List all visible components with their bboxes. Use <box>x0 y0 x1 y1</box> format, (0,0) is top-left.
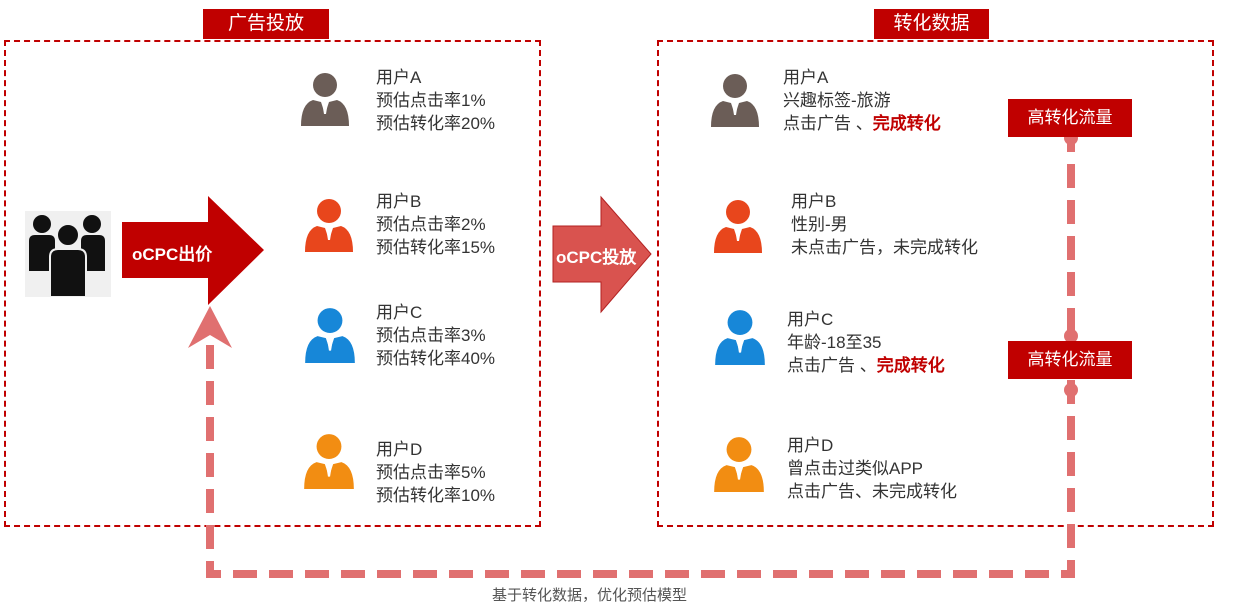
estimated-ctr: 预估点击率1% <box>376 91 486 110</box>
user-name: 用户A <box>376 68 422 87</box>
estimated-cvr: 预估转化率20% <box>376 114 496 133</box>
user-d-avatar-icon <box>714 437 764 492</box>
right-user-a: 用户A 兴趣标签-旅游 点击广告 、完成转化 <box>783 66 941 135</box>
outcome-highlight: 完成转化 <box>876 356 945 375</box>
right-user-b: 用户B 性别-男 未点击广告，未完成转化 <box>791 190 978 259</box>
user-c-avatar-icon <box>305 308 355 363</box>
feedback-caption: 基于转化数据，优化预估模型 <box>492 587 688 604</box>
node-dot <box>1064 329 1078 343</box>
estimated-cvr: 预估转化率40% <box>376 349 496 368</box>
user-name: 用户C <box>787 310 834 329</box>
conversion-data-panel <box>657 40 1214 527</box>
user-c-avatar-icon <box>715 310 765 365</box>
user-outcome: 点击广告 、完成转化 <box>783 112 941 135</box>
estimated-cvr: 预估转化率10% <box>376 486 496 505</box>
left-user-b: 用户B 预估点击率2% 预估转化率15% <box>376 190 495 259</box>
ocpc-delivery-arrow <box>552 195 652 314</box>
user-name: 用户D <box>787 436 834 455</box>
user-outcome: 点击广告 、完成转化 <box>787 354 945 377</box>
outcome-highlight: 完成转化 <box>872 114 941 133</box>
estimated-ctr: 预估点击率2% <box>376 215 486 234</box>
user-name: 用户A <box>783 68 829 87</box>
right-user-c: 用户C 年龄-18至35 点击广告 、完成转化 <box>787 308 945 377</box>
user-name: 用户D <box>376 440 423 459</box>
right-user-d: 用户D 曾点击过类似APP 点击广告、未完成转化 <box>787 434 957 503</box>
audience-group-icon <box>25 211 111 297</box>
high-conversion-tag-a: 高转化流量 <box>1008 99 1132 137</box>
ad-delivery-title: 广告投放 <box>203 9 329 39</box>
ad-delivery-panel <box>4 40 541 527</box>
outcome-text: 点击广告 、 <box>787 356 877 375</box>
user-attribute: 性别-男 <box>791 215 848 234</box>
user-name: 用户B <box>791 192 837 211</box>
outcome-text: 点击广告 、 <box>783 114 873 133</box>
user-outcome: 点击广告、未完成转化 <box>787 482 957 501</box>
user-d-avatar-icon <box>304 434 354 489</box>
left-user-c: 用户C 预估点击率3% 预估转化率40% <box>376 301 495 370</box>
left-user-a: 用户A 预估点击率1% 预估转化率20% <box>376 66 495 135</box>
user-b-avatar-icon <box>305 199 353 252</box>
user-attribute: 曾点击过类似APP <box>787 459 924 478</box>
user-outcome: 未点击广告，未完成转化 <box>791 238 978 257</box>
ocpc-bid-arrow <box>122 196 264 305</box>
ocpc-bid-label: oCPC出价 <box>132 245 213 264</box>
user-a-avatar-icon <box>711 74 759 127</box>
user-attribute: 兴趣标签-旅游 <box>783 91 891 110</box>
user-attribute: 年龄-18至35 <box>787 333 882 352</box>
conversion-data-title: 转化数据 <box>874 9 989 39</box>
node-dot <box>1064 383 1078 397</box>
user-name: 用户C <box>376 303 423 322</box>
ocpc-delivery-label: oCPC投放 <box>556 248 637 267</box>
estimated-cvr: 预估转化率15% <box>376 238 496 257</box>
high-conversion-tag-c: 高转化流量 <box>1008 341 1132 379</box>
estimated-ctr: 预估点击率3% <box>376 326 486 345</box>
user-b-avatar-icon <box>714 200 762 253</box>
user-name: 用户B <box>376 192 422 211</box>
left-user-d: 用户D 预估点击率5% 预估转化率10% <box>376 438 495 507</box>
estimated-ctr: 预估点击率5% <box>376 463 486 482</box>
feedback-arrowhead <box>188 306 232 348</box>
user-a-avatar-icon <box>301 73 349 126</box>
